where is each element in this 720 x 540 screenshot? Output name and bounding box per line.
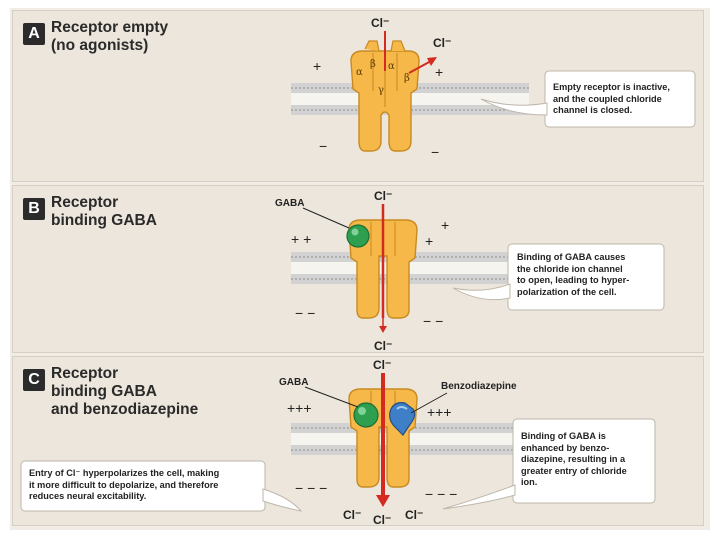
callout-line: Entry of Cl⁻ hyperpolarizes the cell, ma… [29,468,220,478]
charge-plus: + [425,233,433,249]
charge-plus: + [435,64,443,80]
gaba-label: GABA [279,377,308,388]
panel-title-line: binding GABA [51,383,157,400]
charge-plus: + + [291,231,311,247]
arrow-head [379,326,387,333]
arrow-head [376,495,390,507]
callout-line: the chloride ion channel [517,263,623,274]
callout-c-right [442,418,656,510]
subunit-alpha: α [356,67,363,78]
charge-minus: − − [423,313,443,329]
charge-plus: + [313,58,321,74]
gaba-pointer [304,386,359,408]
gaba-a-receptor [348,219,418,319]
charge-minus: − − − [295,480,327,496]
callout-line: and the coupled chloride [553,93,662,104]
panel-letter: C [23,369,45,391]
charge-minus: − − [295,305,315,321]
callout-text-a: Empty receptor is inactive, and the coup… [553,82,670,117]
callout-c-left [20,460,303,512]
callout-line: Binding of GABA causes [517,252,626,262]
charge-minus: − [319,138,327,154]
panel-title-line: binding GABA [51,212,157,229]
callout-line: channel is closed. [553,105,633,115]
chloride-ion-bottom: Cl⁻ [374,339,392,353]
benzodiazepine-highlight [396,406,408,410]
gaba-a-receptor [350,40,420,152]
callout-text-c-right: Binding of GABA is enhanced by benzo- di… [521,431,627,489]
panel-b: B Receptor binding GABA GABA Cl⁻ Cl⁻ + +… [12,185,704,353]
subunit-beta: β [370,59,376,70]
callout-a [480,70,696,128]
callout-text-b: Binding of GABA causes the chloride ion … [517,252,629,298]
gaba-molecule [346,224,370,248]
chloride-ion-top: Cl⁻ [373,358,391,372]
callout-line: Binding of GABA is [521,431,606,441]
benzodiazepine-molecule [389,402,416,436]
panel-letter: A [23,23,45,45]
receptor-diagram-c: GABA Benzodiazepine Cl⁻ Cl⁻ Cl⁻ Cl⁻ +++ … [20,358,656,527]
chloride-ion-bottom: Cl⁻ [405,508,423,522]
panel-title-line: (no agonists) [51,37,149,54]
callout-line: ion. [521,477,538,487]
callout-line: polarization of the cell. [517,286,617,297]
benzodiazepine-label: Benzodiazepine [441,381,517,392]
ion-deflect-arrow [408,60,432,74]
callout-b [452,243,665,311]
panel-title-line: and benzodiazepine [51,401,199,418]
gaba-label: GABA [275,198,304,209]
callout-line: diazepine, resulting in a [521,454,626,464]
panel-title-line: Receptor empty [51,19,169,36]
charge-plus: +++ [287,400,312,416]
callout-line: to open, leading to hyper- [517,275,630,285]
panel-a: A Receptor empty (no agonists) α β α γ β [12,10,704,182]
callout-line: enhanced by benzo- [521,442,610,453]
receptor-diagram-a: α β α γ β Cl⁻ Cl⁻ + + − − [291,16,696,160]
subunit-beta: β [404,73,410,84]
gaba-highlight [351,228,359,236]
chloride-ion-side: Cl⁻ [433,36,451,50]
panel-title-line: Receptor [51,365,119,382]
callout-line: it more difficult to depolarize, and the… [29,479,219,490]
callout-line: Empty receptor is inactive, [553,82,670,92]
panel-title-line: Receptor [51,194,119,211]
benzodiazepine-pointer [410,392,448,414]
subunit-gamma: γ [378,85,384,96]
subunit-labels: α β α γ β [356,59,410,96]
chloride-ion-bottom: Cl⁻ [373,513,391,527]
gaba-highlight [358,407,366,415]
callout-text-c-left: Entry of Cl⁻ hyperpolarizes the cell, ma… [29,468,219,503]
charge-minus: − − − [425,486,457,502]
callout-line: greater entry of chloride [521,465,627,476]
panel-letter: B [23,198,45,220]
chloride-ion-top: Cl⁻ [374,189,392,203]
gaba-pointer [302,207,350,229]
receptor-diagram-b: GABA Cl⁻ Cl⁻ + + + + − − − − [275,189,665,353]
chloride-ion-top: Cl⁻ [371,16,389,30]
panel-title: Receptor empty (no agonists) [51,19,168,55]
subunit-alpha: α [388,61,395,72]
panel-title: Receptor binding GABA and benzodiazepine [51,365,198,419]
charge-plus: + [441,217,449,233]
arrow-head [427,57,437,66]
callout-line: reduces neural excitability. [29,491,147,501]
panel-c: C Receptor binding GABA and benzodiazepi… [12,356,704,527]
charge-plus: +++ [427,404,452,420]
chloride-ion-bottom: Cl⁻ [343,508,361,522]
charge-minus: − [431,144,439,160]
panel-title: Receptor binding GABA [51,194,157,230]
